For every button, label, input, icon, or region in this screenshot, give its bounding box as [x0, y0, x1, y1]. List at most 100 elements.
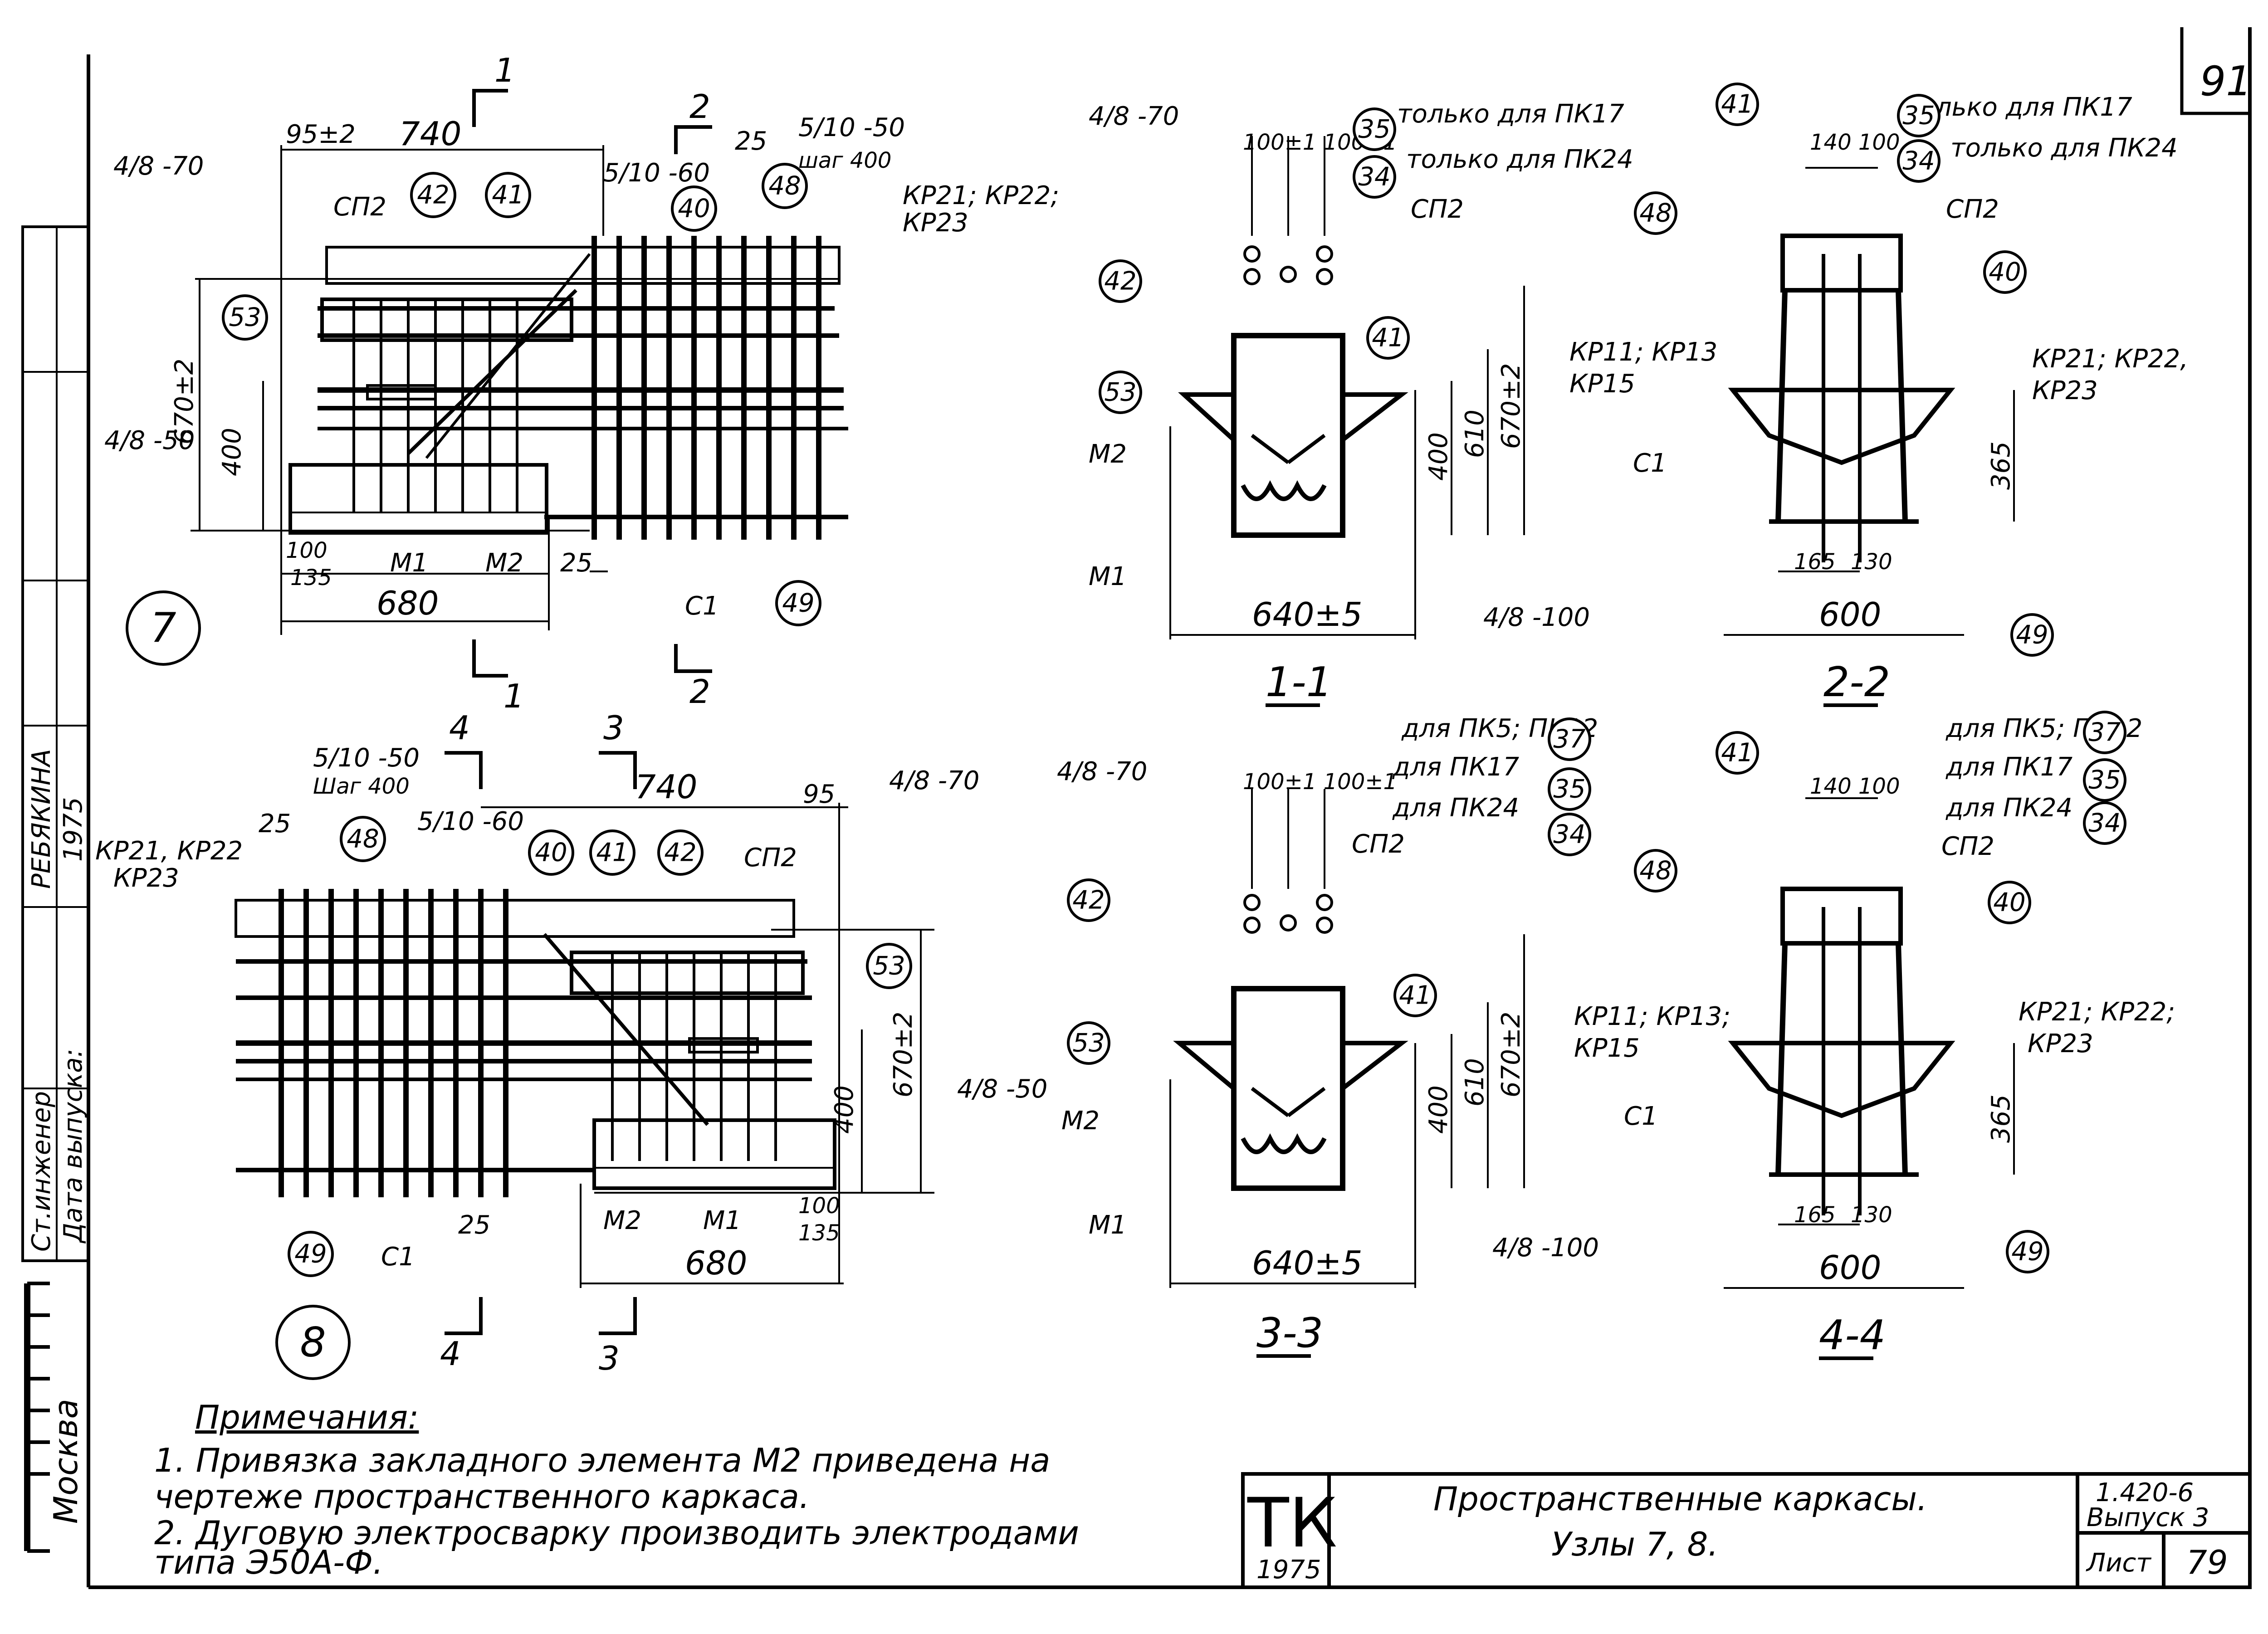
s2-bubble-41: 41	[1716, 83, 1759, 126]
s4-label-kr-right2: КР23	[2028, 1029, 2093, 1058]
svg-text:41: 41	[1721, 90, 1753, 119]
s2-note-a: только для ПК17	[1905, 93, 2132, 122]
s3-dim-670: 670±2	[1496, 1012, 1526, 1097]
s4-dim-600: 600	[1819, 1249, 1881, 1287]
d8-label-step: Шаг 400	[313, 774, 410, 799]
svg-text:34: 34	[1553, 820, 1585, 849]
s4-bubble-37: 37	[2083, 711, 2126, 754]
d8-bubble-53: 53	[866, 943, 912, 989]
s3-label-4-8-100: 4/8 -100	[1492, 1233, 1599, 1263]
svg-text:40: 40	[1993, 888, 2025, 917]
d7-label-kr2: КР23	[903, 208, 968, 238]
s2-label-sp2: СП2	[1946, 195, 1999, 224]
s3-label-m1: М1	[1089, 1210, 1127, 1240]
svg-text:53: 53	[1072, 1029, 1105, 1058]
s1-bubble-41: 41	[1366, 316, 1410, 360]
s2-title: 2-2	[1823, 658, 1890, 706]
d7-bubble-40: 40	[671, 185, 717, 232]
d7-label-740: 740	[399, 115, 461, 153]
s2-label-kr-right2: КР23	[2032, 376, 2098, 405]
section-2-2	[1724, 167, 2015, 636]
title-block	[1241, 1472, 2252, 1589]
s1-bubble-53: 53	[1099, 371, 1142, 414]
d7-cut-b-bottom: 2	[689, 673, 710, 711]
d7-label-5-10-60: 5/10 -60	[603, 158, 710, 188]
section-1-1	[1169, 136, 1525, 639]
d7-bubble-42: 42	[410, 172, 456, 218]
s2-dim-600: 600	[1819, 595, 1881, 634]
s4-label-kr-left: КР11; КР13;	[1574, 1002, 1730, 1031]
detail-7-number: 7	[126, 590, 201, 666]
section-3-3	[1169, 789, 1525, 1288]
s4-label-c1: С1	[1624, 1102, 1658, 1131]
s4-title: 4-4	[1819, 1312, 1886, 1359]
detail-7: 4/8 -70 95±2 740 СП2 5/10 -60 25 5/10 -5…	[104, 51, 1059, 715]
d8-cut-a-top: 4	[449, 709, 470, 747]
svg-text:35: 35	[1553, 775, 1585, 804]
d8-label-kr: КР21, КР22	[95, 836, 243, 866]
d7-label-100: 100	[286, 538, 327, 563]
s1-label-sp2: СП2	[1411, 195, 1464, 224]
d7-label-670: 670±2	[170, 359, 199, 444]
s4-bubble-40: 40	[1988, 881, 2031, 924]
svg-text:48: 48	[768, 171, 801, 201]
s2-bubble-40: 40	[1983, 250, 2027, 294]
svg-text:48: 48	[1639, 199, 1672, 228]
d7-label-4-8-50: 4/8 -50	[104, 426, 195, 455]
svg-text:35: 35	[1358, 115, 1390, 144]
s2-label-c1: С1	[1633, 449, 1667, 478]
svg-text:40: 40	[1989, 258, 2021, 287]
margin-barcode	[24, 1282, 50, 1553]
svg-text:40: 40	[535, 838, 567, 868]
s3-note-c: для ПК24	[1392, 793, 1519, 823]
notes-heading: Примечания:	[195, 1398, 419, 1436]
s3-dim-400: 400	[1424, 1085, 1453, 1134]
d7-label-m2: М2	[485, 548, 523, 578]
d7-label-5-10-50: 5/10 -50	[798, 113, 905, 142]
svg-text:49: 49	[2011, 1237, 2043, 1267]
s4-label-kr-left2: КР15	[1574, 1034, 1640, 1063]
d7-cut-a-bottom: 1	[503, 677, 524, 715]
margin-role-1: Ст.инженер	[27, 1091, 56, 1252]
s4-note-b: для ПК17	[1945, 752, 2072, 782]
s4-bubble-48: 48	[1634, 849, 1677, 893]
margin-name-2: 1975	[59, 797, 88, 862]
s1-bubble-42: 42	[1099, 259, 1142, 303]
s2-label-kr-right: КР21; КР22,	[2032, 344, 2188, 374]
s2-label-kr-left2: КР15	[1569, 369, 1635, 399]
svg-text:49: 49	[294, 1239, 327, 1269]
svg-text:34: 34	[1358, 162, 1390, 192]
title-block-issue: Выпуск 3	[2087, 1503, 2209, 1532]
s3-bubble-53: 53	[1067, 1021, 1110, 1065]
d7-label-step: шаг 400	[798, 148, 891, 173]
svg-text:53: 53	[229, 303, 261, 332]
note-line-4: типа Э50А-Ф.	[154, 1543, 383, 1581]
d7-cut-a-top: 1	[494, 51, 515, 89]
s1-label-m1: М1	[1089, 562, 1127, 591]
svg-text:49: 49	[782, 589, 814, 618]
title-block-series: 1.420-6	[2096, 1478, 2194, 1507]
title-block-sheet-no: 79	[2186, 1543, 2228, 1581]
s4-bubble-34: 34	[2083, 801, 2126, 845]
s1-bubble-34: 34	[1353, 155, 1396, 199]
s3-bubble-41: 41	[1393, 974, 1437, 1017]
d8-label-5-10-60: 5/10 -60	[417, 807, 524, 836]
s1-dim-670: 670±2	[1496, 363, 1526, 449]
s1-dim-610: 610	[1460, 410, 1490, 458]
svg-text:41: 41	[1721, 738, 1753, 768]
note-line-3: 2. Дуговую электросварку производить эле…	[154, 1514, 1079, 1552]
svg-text:49: 49	[2016, 620, 2048, 650]
svg-text:35: 35	[2088, 766, 2121, 795]
s2-note-b: только для ПК24	[1950, 133, 2178, 163]
sheet-frame	[87, 27, 2252, 1589]
s1-label-m2: М2	[1089, 439, 1127, 469]
s3-label-4-8-70: 4/8 -70	[1057, 757, 1147, 786]
s3-bubble-35: 35	[1548, 767, 1591, 811]
margin-name-1: РЕБЯКИНА	[27, 749, 56, 889]
s3-dim-610: 610	[1460, 1058, 1490, 1107]
svg-text:53: 53	[1104, 378, 1136, 407]
s4-label-kr-right: КР21; КР22;	[2019, 997, 2175, 1027]
d8-label-kr2: КР23	[113, 863, 179, 893]
d7-label-m1: М1	[390, 548, 428, 578]
